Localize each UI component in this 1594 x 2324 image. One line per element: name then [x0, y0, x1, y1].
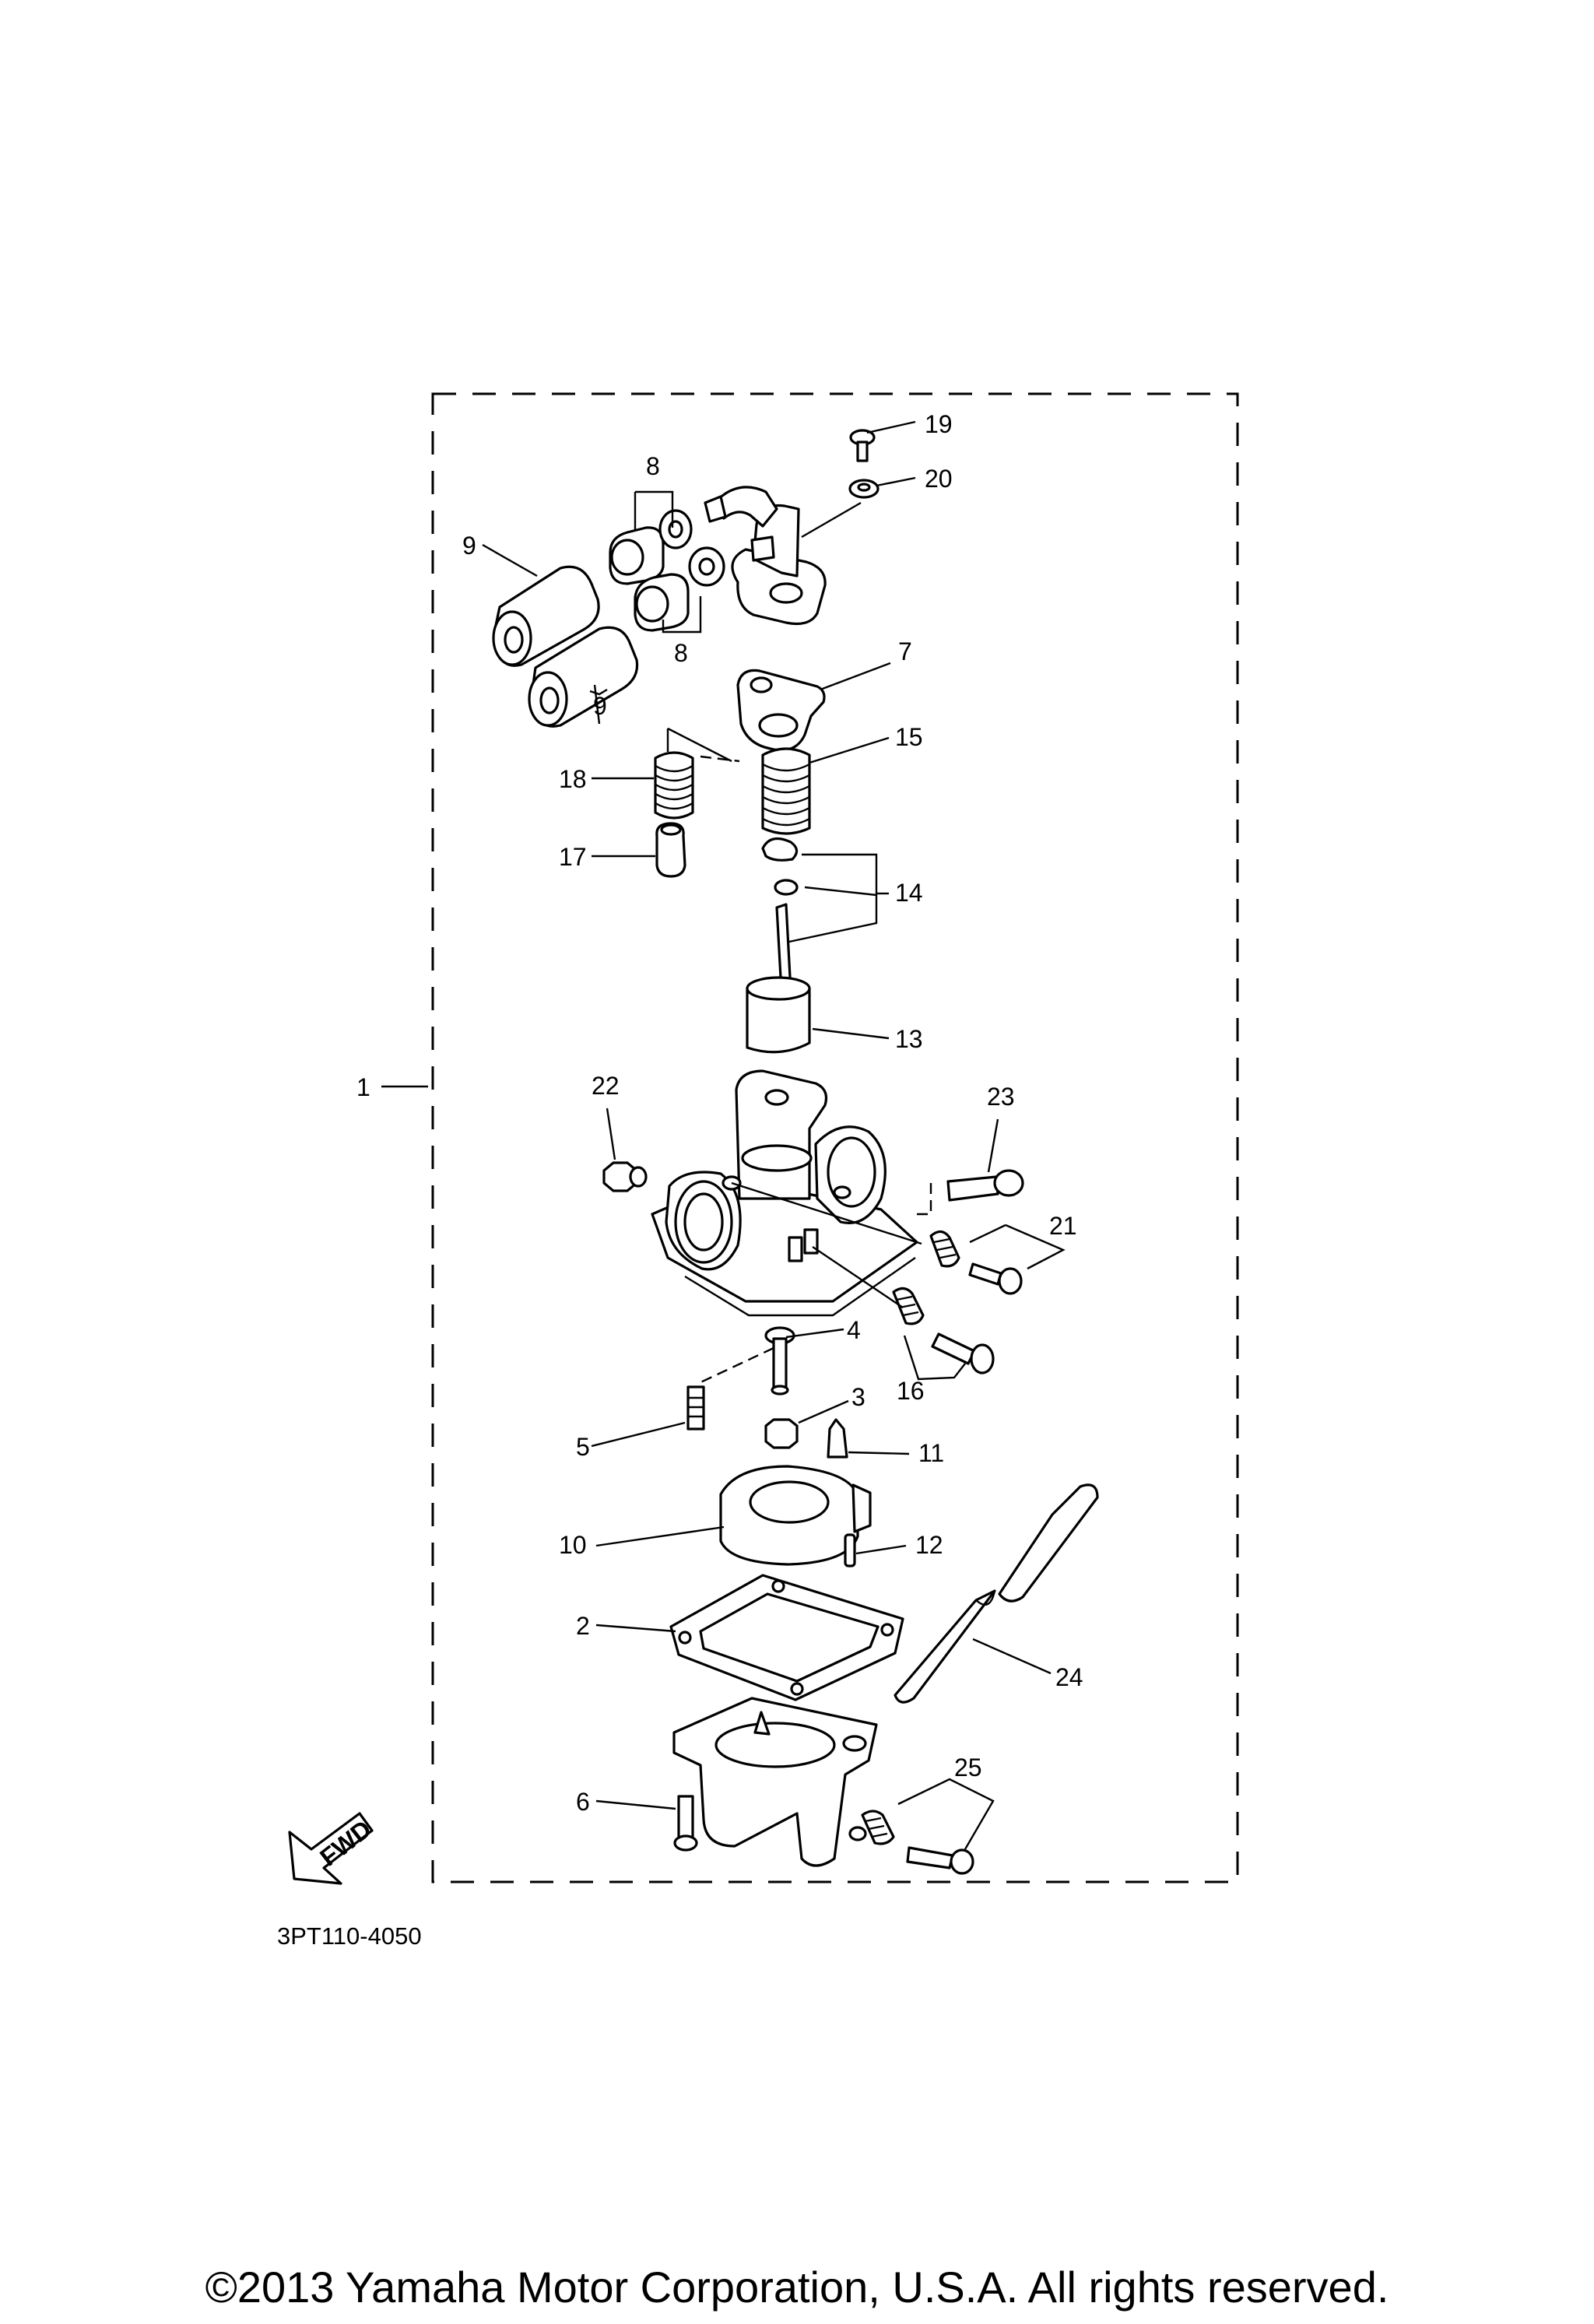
callout-22: 22: [592, 1072, 620, 1100]
callout-3: 3: [851, 1383, 865, 1411]
part-21-spring-screw: [929, 1230, 1023, 1295]
callout-24: 24: [1055, 1663, 1083, 1691]
part-25-spring-screw: [861, 1810, 974, 1875]
callout-5: 5: [576, 1433, 590, 1461]
leader-lines: [381, 420, 1066, 1850]
part-12-pin: [844, 1533, 856, 1567]
part-code: 3PT110-4050: [277, 1922, 422, 1950]
callout-19: 19: [925, 410, 953, 438]
part-float-bowl: [672, 1697, 878, 1867]
callout-8-upper: 8: [646, 452, 660, 480]
part-7-plate: [736, 669, 826, 752]
part-17-fitting: [655, 822, 686, 878]
assembly-boundary: [431, 392, 1239, 1883]
part-10-float: [719, 1465, 872, 1566]
callout-9-upper: 9: [462, 532, 476, 560]
part-24-tubes: [894, 1483, 1099, 1704]
part-11-float-needle: [827, 1418, 848, 1459]
callout-20: 20: [925, 465, 953, 493]
copyright-notice: ©2013 Yamaha Motor Corporation, U.S.A. A…: [205, 2263, 1389, 2312]
callout-23: 23: [987, 1083, 1015, 1111]
part-8-fitting-upper: [609, 509, 693, 585]
part-15-spring: [761, 747, 811, 835]
part-23-screw: [946, 1169, 1024, 1202]
part-13-slide: [746, 976, 811, 1054]
callout-13: 13: [895, 1025, 923, 1053]
callout-7: 7: [898, 637, 912, 665]
part-top-cover: [704, 486, 827, 626]
part-22-nut: [602, 1161, 648, 1192]
callout-12: 12: [915, 1531, 943, 1559]
part-19-screw: [849, 429, 876, 462]
callout-25: 25: [954, 1754, 982, 1782]
callout-4: 4: [847, 1316, 861, 1344]
part-16-spring-screw: [892, 1287, 995, 1374]
callout-2: 2: [576, 1612, 590, 1640]
callout-16: 16: [897, 1377, 925, 1405]
callout-9-lower: 9: [593, 692, 607, 720]
part-9-cap-upper: [492, 565, 600, 667]
callout-labels: 19 20 8 9 8 9 7 15 18 17 14 13 1 22 23 2…: [356, 410, 1083, 1816]
part-5-pilot-jet: [686, 1385, 705, 1431]
part-8-fitting-lower: [634, 546, 725, 632]
part-2-gasket: [669, 1574, 904, 1701]
part-carburetor-body: [651, 1069, 918, 1317]
callout-17: 17: [559, 843, 587, 871]
callout-21: 21: [1049, 1212, 1077, 1240]
callout-14: 14: [895, 879, 923, 907]
part-6-screw: [673, 1795, 698, 1852]
part-20-washer: [848, 479, 880, 499]
part-9-cap-lower: [528, 626, 639, 728]
callout-15: 15: [895, 723, 923, 751]
callout-6: 6: [576, 1788, 590, 1816]
callout-11: 11: [918, 1439, 944, 1467]
part-18-spring: [654, 751, 694, 820]
part-4-needle-jet: [764, 1326, 795, 1395]
callout-1: 1: [356, 1073, 370, 1101]
fwd-arrow-icon: FWD: [288, 1812, 377, 1885]
callout-18: 18: [559, 765, 587, 793]
part-3-main-jet: [764, 1418, 799, 1449]
callout-8-lower: 8: [674, 639, 688, 667]
callout-10: 10: [559, 1531, 587, 1559]
